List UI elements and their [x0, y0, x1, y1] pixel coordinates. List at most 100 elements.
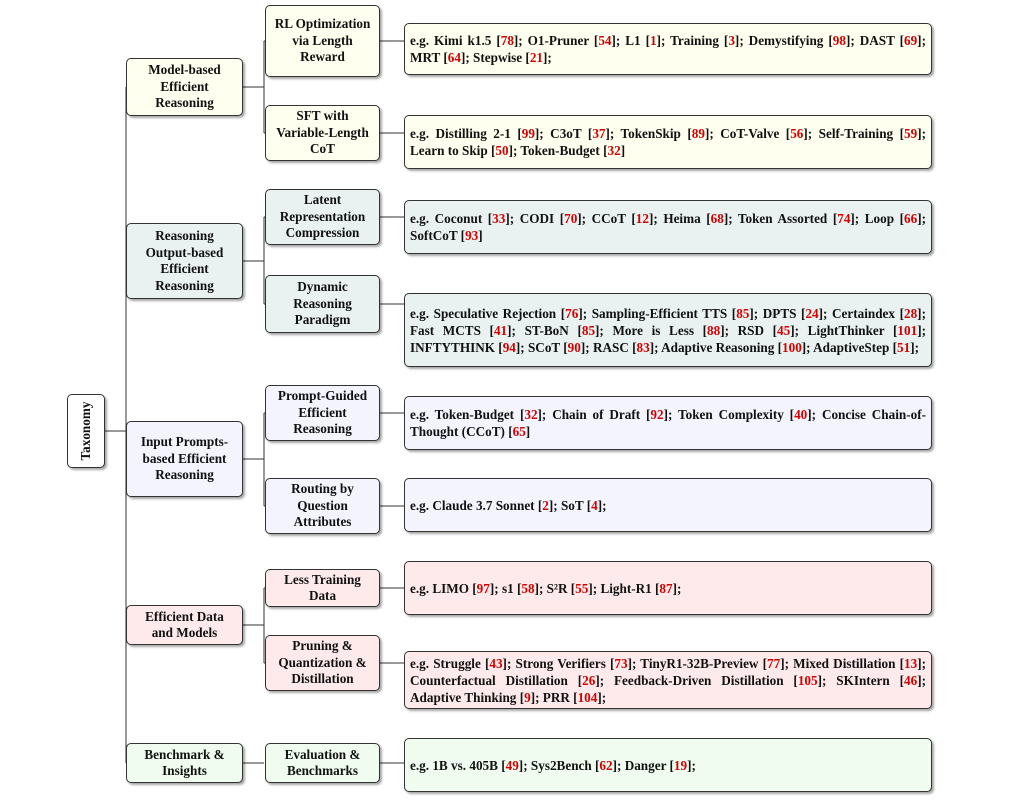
citation-link[interactable]: 2 [542, 497, 549, 513]
citation-link[interactable]: 100 [782, 339, 802, 355]
citation-link[interactable]: 46 [904, 672, 918, 688]
citation-link[interactable]: 37 [592, 126, 606, 141]
example-suffix: ]; [513, 33, 528, 48]
example-name: LightThinker [ [807, 322, 898, 338]
example-suffix: ]; [818, 305, 832, 321]
examples-node: e.g. 1B vs. 405B [49]; Sys2Bench [62]; D… [404, 738, 932, 792]
citation-link[interactable]: 92 [650, 407, 664, 422]
citation-link[interactable]: 40 [794, 407, 808, 422]
citation-link[interactable]: 51 [897, 339, 911, 355]
citation-link[interactable]: 43 [489, 655, 503, 671]
citation-link[interactable]: 4 [591, 497, 598, 513]
citation-link[interactable]: 105 [797, 672, 818, 688]
category-node: Efficient Data and Models [126, 605, 243, 645]
example-name: Self-Training [ [818, 126, 904, 141]
subcategory-node: Prompt-Guided Efficient Reasoning [265, 385, 380, 441]
subcategory-label: Latent Representation Compression [279, 192, 366, 241]
examples-node: e.g. Claude 3.7 Sonnet [2]; SoT [4]; [404, 478, 932, 532]
citation-link[interactable]: 70 [564, 211, 578, 226]
citation-link[interactable]: 41 [493, 322, 508, 338]
citation-link[interactable]: 32 [607, 143, 621, 158]
citation-link[interactable]: 65 [512, 424, 526, 439]
example-name: e.g. Claude 3.7 Sonnet [ [410, 497, 543, 513]
examples-node: e.g. Token-Budget [32]; Chain of Draft [… [404, 396, 932, 450]
citation-link[interactable]: 99 [521, 126, 535, 141]
citation-link[interactable]: 9 [524, 689, 531, 705]
example-suffix: ]; [803, 126, 819, 141]
citation-link[interactable]: 59 [904, 126, 918, 141]
citation-link[interactable]: 21 [529, 50, 544, 65]
example-suffix: ]; [720, 322, 738, 338]
subcategory-node: Latent Representation Compression [265, 189, 380, 245]
citation-link[interactable]: 33 [492, 211, 506, 226]
citation-link[interactable]: 98 [832, 33, 846, 48]
citation-link[interactable]: 69 [903, 33, 918, 48]
citation-link[interactable]: 85 [581, 322, 596, 338]
example-suffix: ]; [627, 655, 641, 671]
citation-link[interactable]: 101 [897, 322, 918, 338]
citation-link[interactable]: 66 [904, 211, 918, 226]
citation-link[interactable]: 87 [659, 580, 673, 596]
category-label: Reasoning Output-based Efficient Reasoni… [145, 228, 224, 293]
example-name: Adaptive Reasoning [ [661, 339, 782, 355]
citation-link[interactable]: 28 [903, 305, 918, 321]
citation-link[interactable]: 55 [575, 580, 589, 596]
example-suffix: ]; [597, 497, 607, 513]
example-suffix: ]; [648, 211, 664, 226]
citation-link[interactable]: 26 [582, 672, 596, 688]
citation-link[interactable]: 93 [465, 228, 479, 243]
citation-link[interactable]: 88 [707, 322, 721, 338]
example-name: e.g. Coconut [ [410, 211, 493, 226]
citation-link[interactable]: 12 [635, 211, 649, 226]
example-suffix: ]; [790, 322, 808, 338]
citation-link[interactable]: 104 [577, 689, 598, 705]
citation-link[interactable]: 73 [614, 655, 628, 671]
citation-link[interactable]: 54 [598, 33, 612, 48]
citation-link[interactable]: 58 [521, 580, 535, 596]
example-name: e.g. 1B vs. 405B [ [410, 757, 506, 773]
example-suffix: ]; [917, 655, 926, 671]
citation-link[interactable]: 97 [476, 580, 490, 596]
citation-link[interactable]: 85 [736, 305, 750, 321]
example-name: SCoT [ [527, 339, 568, 355]
citation-link[interactable]: 76 [565, 305, 579, 321]
example-name: Loop [ [864, 211, 905, 226]
citation-link[interactable]: 68 [710, 211, 724, 226]
citation-link[interactable]: 62 [599, 757, 613, 773]
citation-link[interactable]: 83 [636, 339, 650, 355]
citation-link[interactable]: 1 [650, 33, 657, 48]
example-suffix: ]; [612, 757, 625, 773]
examples-node: e.g. Kimi k1.5 [78]; O1-Pruner [54]; L1 … [404, 23, 932, 75]
citation-link[interactable]: 64 [447, 50, 461, 65]
example-suffix: ]; [507, 322, 525, 338]
example-name: SoT [ [560, 497, 592, 513]
citation-link[interactable]: 77 [767, 655, 781, 671]
citation-link[interactable]: 19 [673, 757, 688, 773]
citation-link[interactable]: 3 [728, 33, 735, 48]
citation-link[interactable]: 13 [904, 655, 918, 671]
citation-link[interactable]: 89 [691, 126, 705, 141]
root-label: Taxonomy [78, 401, 93, 461]
citation-link[interactable]: 24 [805, 305, 819, 321]
examples-text: e.g. Claude 3.7 Sonnet [2]; SoT [4]; [410, 497, 926, 514]
citation-link[interactable]: 94 [502, 339, 516, 355]
citation-link[interactable]: 74 [837, 211, 851, 226]
example-name: SKIntern [ [836, 672, 904, 688]
example-suffix: ]; [807, 407, 822, 422]
category-node: Input Prompts-based Efficient Reasoning [126, 421, 243, 497]
citation-link[interactable]: 45 [777, 322, 791, 338]
example-suffix: ]; [508, 143, 521, 158]
citation-link[interactable]: 49 [505, 757, 519, 773]
example-suffix: ]; [578, 305, 592, 321]
citation-link[interactable]: 50 [495, 143, 509, 158]
examples-node: e.g. Struggle [43]; Strong Verifiers [73… [404, 651, 932, 709]
citation-link[interactable]: 90 [567, 339, 581, 355]
example-name: Sys2Bench [ [530, 757, 600, 773]
citation-link[interactable]: 32 [524, 407, 538, 422]
example-suffix: ]; [515, 339, 528, 355]
example-suffix: ]; [910, 339, 920, 355]
citation-link[interactable]: 56 [790, 126, 804, 141]
citation-link[interactable]: 78 [500, 33, 514, 48]
example-suffix: ]; [543, 50, 552, 65]
